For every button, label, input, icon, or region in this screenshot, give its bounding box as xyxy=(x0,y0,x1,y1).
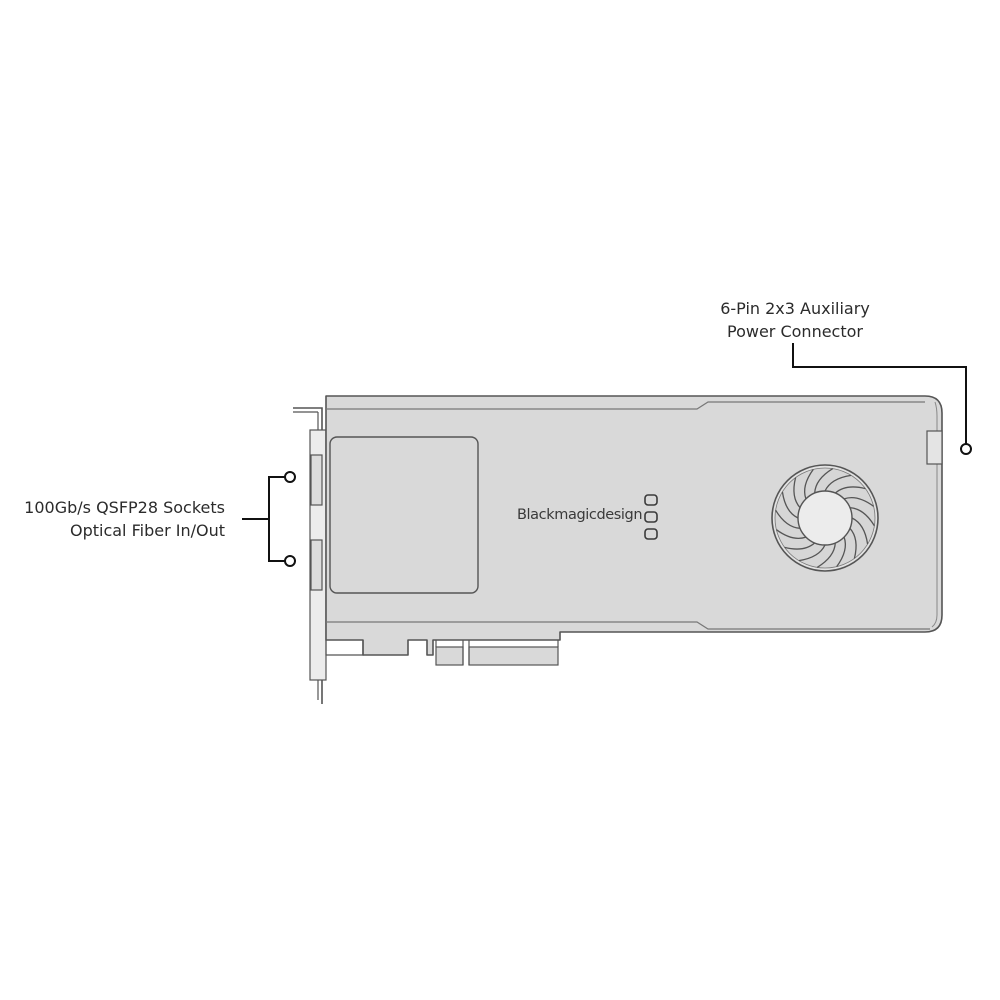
fan-blade xyxy=(834,486,866,494)
fan-blade xyxy=(814,468,834,494)
fan-blade xyxy=(843,496,874,507)
qsfp28-socket-top xyxy=(310,454,323,506)
socket-top-marker xyxy=(284,471,296,483)
fan-blade xyxy=(803,469,814,500)
fan-blade xyxy=(836,536,847,567)
fan-blade xyxy=(849,527,857,559)
sockets-callout-line1: 100Gb/s QSFP28 Sockets xyxy=(24,498,225,517)
power-callout-line2: Power Connector xyxy=(727,322,863,341)
fan-blade xyxy=(781,491,799,519)
qsfp28-sockets xyxy=(310,454,323,591)
fan-blade xyxy=(824,474,852,492)
power-leader-line xyxy=(792,343,972,455)
socket-bottom-marker xyxy=(284,555,296,567)
brand-wordmark: Blackmagicdesign xyxy=(517,507,643,523)
power-callout: 6-Pin 2x3 Auxiliary Power Connector xyxy=(700,297,890,343)
sockets-callout: 100Gb/s QSFP28 Sockets Optical Fiber In/… xyxy=(24,496,225,542)
power-callout-line1: 6-Pin 2x3 Auxiliary xyxy=(720,299,870,318)
qsfp28-socket-bottom xyxy=(310,539,323,591)
aux-power-connector xyxy=(926,430,943,465)
fan-blade xyxy=(851,517,869,545)
fan-blade xyxy=(784,542,816,550)
sockets-leader-line xyxy=(242,471,296,567)
fan-blade xyxy=(776,529,807,540)
brand-logo-icon xyxy=(644,494,658,540)
pcie-edge-connector xyxy=(325,640,559,666)
power-connector-marker xyxy=(960,443,972,455)
card-body xyxy=(325,395,943,656)
cooling-fan xyxy=(771,464,879,572)
fan-blade xyxy=(798,544,826,562)
fan-blade xyxy=(793,477,801,509)
sockets-callout-line2: Optical Fiber In/Out xyxy=(69,521,225,540)
fan-blade xyxy=(775,509,801,529)
heatsink-plate xyxy=(329,436,479,594)
fan-blade xyxy=(849,507,875,527)
fan-blade xyxy=(816,542,836,568)
